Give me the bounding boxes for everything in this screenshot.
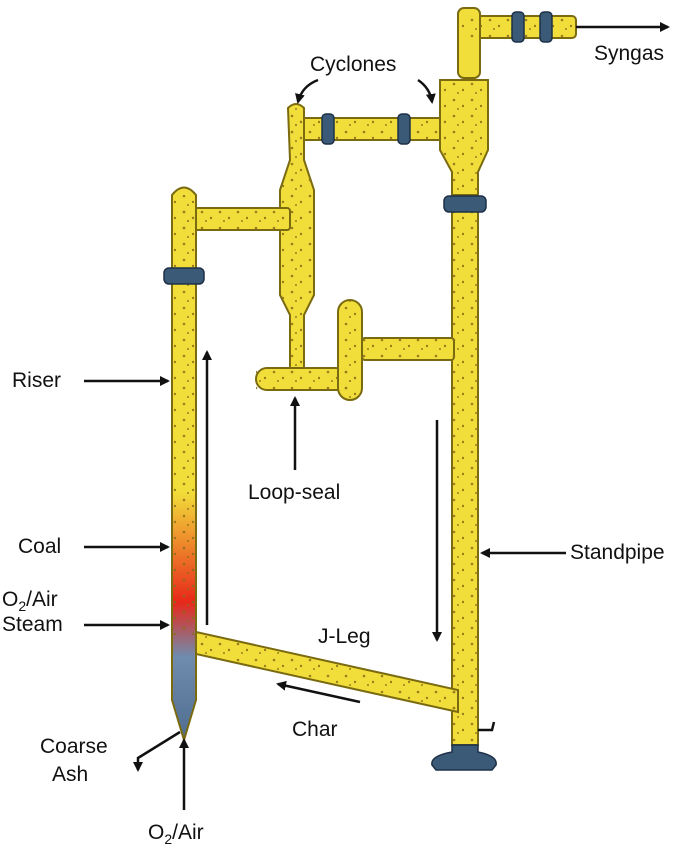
flange-cross-1 bbox=[321, 113, 335, 145]
o2-air-label: O2/Air bbox=[2, 588, 58, 615]
standpipe-label: Standpipe bbox=[570, 541, 665, 564]
j-leg-label: J-Leg bbox=[318, 625, 371, 648]
flange-riser bbox=[163, 267, 205, 285]
syngas-label: Syngas bbox=[594, 42, 665, 65]
flange-outlet-2 bbox=[539, 11, 553, 43]
loop-seal-label: Loop-seal bbox=[248, 481, 341, 504]
bottom-o2-air-label: O2/Air bbox=[148, 821, 204, 848]
steam-label: Steam bbox=[2, 613, 63, 636]
char-label: Char bbox=[292, 718, 338, 741]
cyclones-arrow-left bbox=[295, 78, 319, 104]
coarse-label: Coarse bbox=[40, 735, 108, 758]
flanges bbox=[163, 11, 553, 771]
flow-arrows bbox=[202, 350, 442, 704]
flange-outlet-1 bbox=[511, 11, 525, 43]
char-flow-arrow bbox=[276, 680, 361, 704]
coarse-ash-arrow bbox=[133, 730, 181, 772]
cyclones-label: Cyclones bbox=[310, 53, 397, 76]
standpipe-base bbox=[431, 744, 497, 771]
pointer-arrows bbox=[84, 22, 670, 810]
coal-label: Coal bbox=[18, 535, 62, 558]
flange-cross-2 bbox=[397, 113, 411, 145]
flange-standpipe-top bbox=[443, 195, 487, 213]
standpipe-drain bbox=[478, 721, 496, 732]
particle-dots bbox=[172, 16, 576, 745]
riser-label: Riser bbox=[12, 369, 62, 392]
ash-label: Ash bbox=[52, 763, 89, 786]
cyclones-arrow-right bbox=[417, 78, 436, 104]
